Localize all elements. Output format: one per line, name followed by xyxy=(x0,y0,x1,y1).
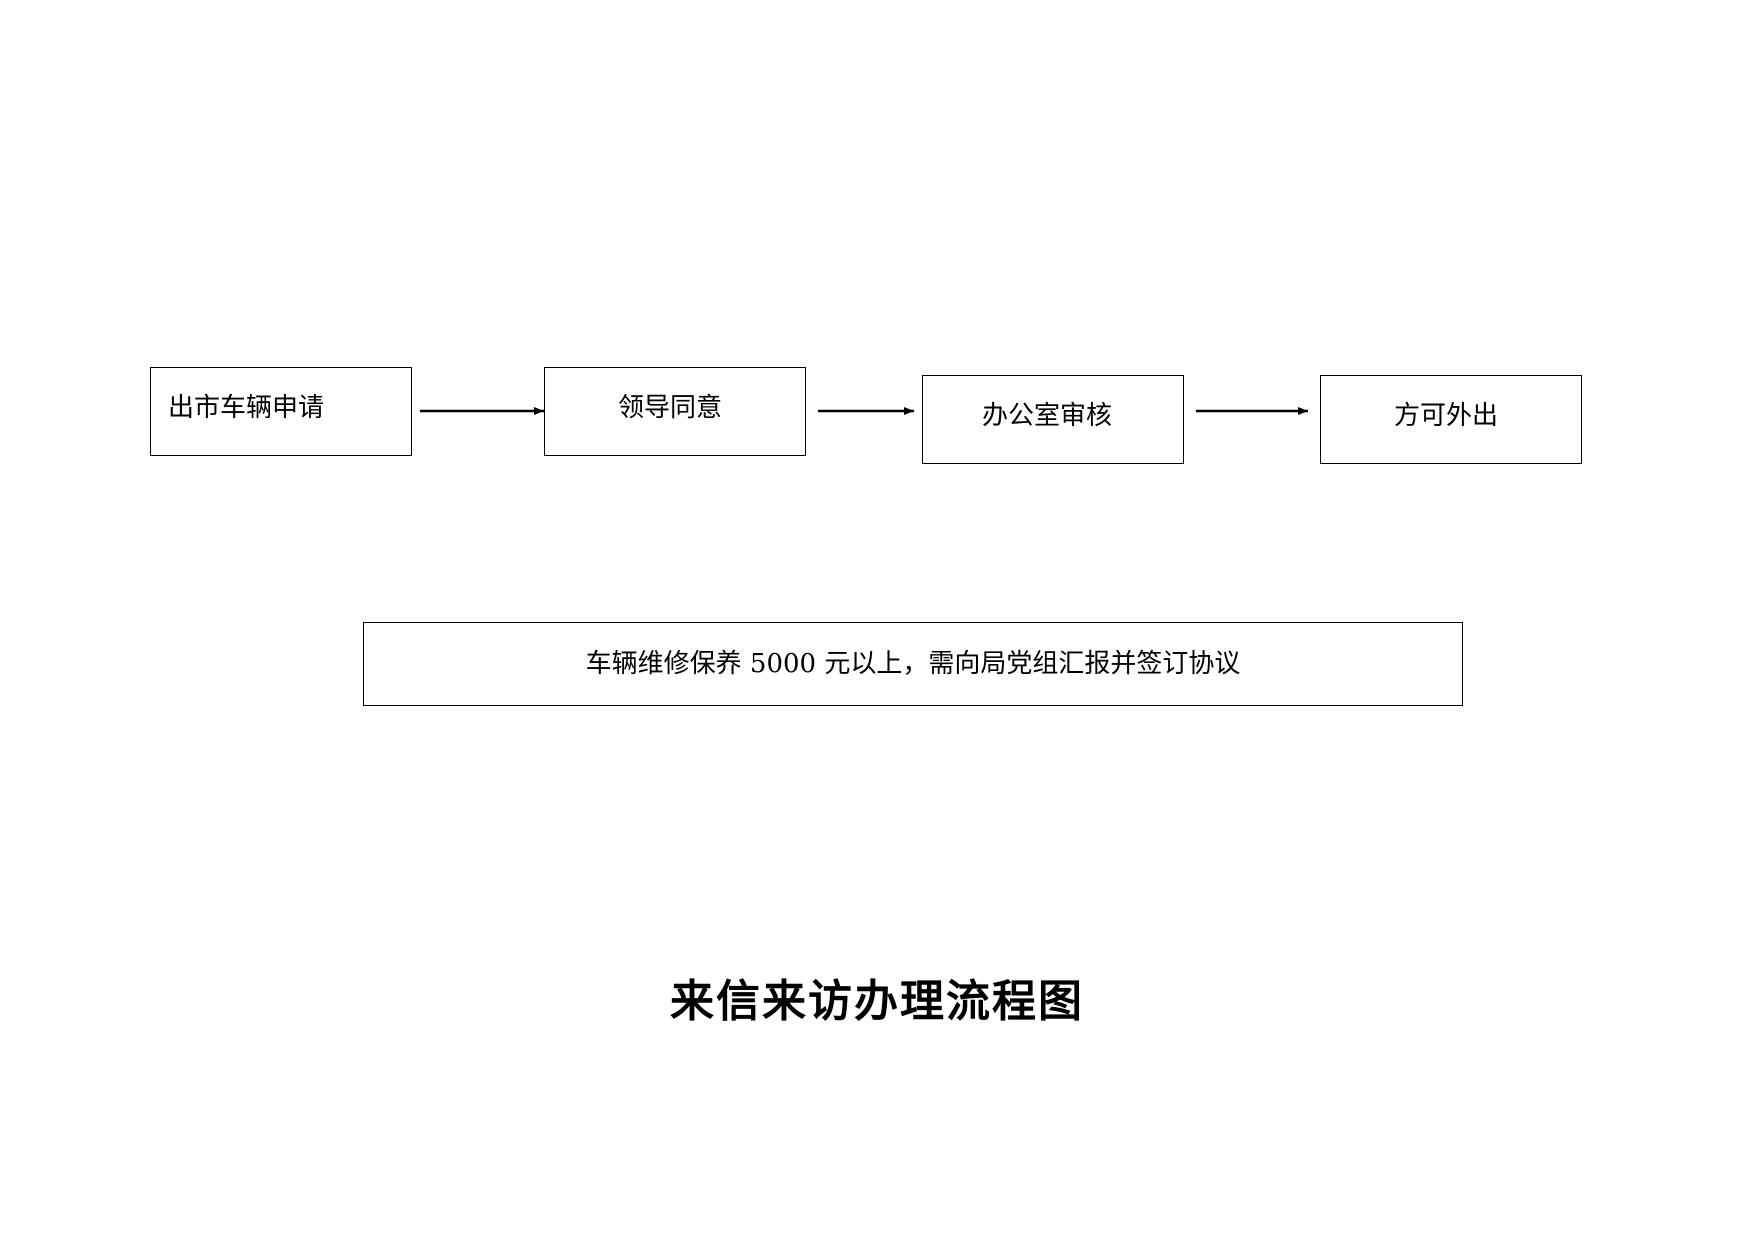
next-chart-title: 来信来访办理流程图 xyxy=(670,976,1084,1027)
step-box-leader-approval: 领导同意 xyxy=(544,367,806,456)
step-label: 方可外出 xyxy=(1394,401,1499,431)
step-box-vehicle-application: 出市车辆申请 xyxy=(150,367,412,456)
step-label: 办公室审核 xyxy=(982,401,1113,431)
step-box-may-depart: 方可外出 xyxy=(1320,375,1582,464)
step-box-office-review: 办公室审核 xyxy=(922,375,1184,464)
maintenance-note-box: 车辆维修保养 5000 元以上，需向局党组汇报并签订协议 xyxy=(363,622,1463,706)
step-label: 出市车辆申请 xyxy=(168,393,325,423)
step-label: 领导同意 xyxy=(618,393,723,423)
maintenance-note-text: 车辆维修保养 5000 元以上，需向局党组汇报并签订协议 xyxy=(585,649,1241,679)
